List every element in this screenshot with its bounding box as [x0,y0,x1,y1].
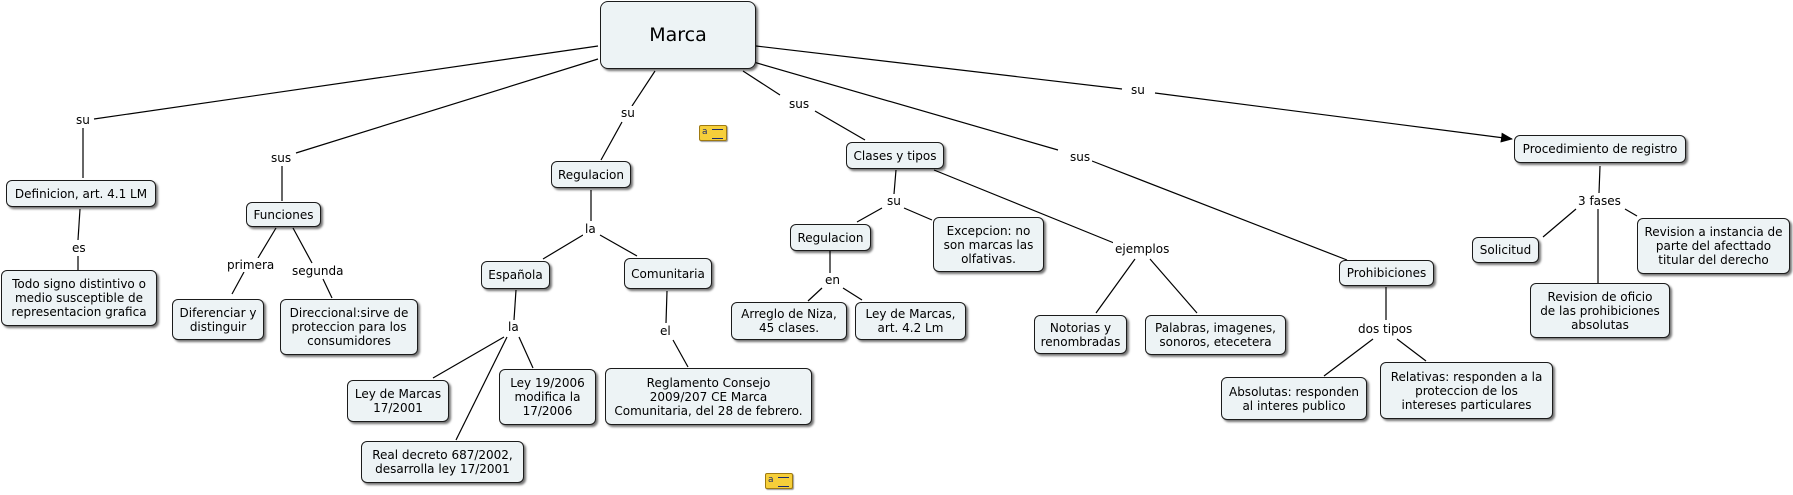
link-label: ejemplos [1113,242,1172,256]
edge [842,287,863,301]
edge [1323,338,1374,377]
link-label: la [583,222,598,236]
edge [542,234,584,260]
edge [600,121,623,161]
edge [1149,258,1198,314]
edge [455,336,508,441]
note-glyph: a [768,475,774,485]
node-ley-marcas-2001[interactable]: Ley de Marcas 17/2001 [347,380,449,422]
edge [755,45,1123,90]
node-diferenciar[interactable]: Diferenciar y distinguir [172,299,264,340]
node-revision-oficio[interactable]: Revision de oficio de las prohibiciones … [1530,283,1670,338]
link-label: en [823,273,842,287]
node-ley-19-2006[interactable]: Ley 19/2006 modifica la 17/2006 [499,369,596,425]
node-marca[interactable]: Marca [600,1,756,69]
note-lines-icon [778,477,789,487]
node-procedimiento[interactable]: Procedimiento de registro [1514,135,1686,163]
edge [665,290,668,324]
node-espanola[interactable]: Española [481,261,550,289]
edge [1095,258,1136,314]
link-label: su [619,106,637,120]
link-label: sus [269,151,294,165]
node-real-decreto[interactable]: Real decreto 687/2002, desarrolla ley 17… [361,441,524,483]
node-clases-tipos[interactable]: Clases y tipos [846,142,944,169]
edge [292,227,313,264]
node-niza[interactable]: Arreglo de Niza, 45 clases. [731,302,847,340]
edge [1154,92,1513,143]
edge [933,169,1115,244]
node-solicitud[interactable]: Solicitud [1472,237,1539,263]
edge [257,227,277,259]
edge [1396,338,1427,362]
edge [231,271,245,295]
edge [518,336,534,369]
node-funciones[interactable]: Funciones [246,202,321,227]
edge [807,287,823,302]
edge [903,207,933,221]
node-relativas[interactable]: Relativas: responden a la proteccion de … [1380,362,1553,419]
edge [77,208,81,241]
link-label: segunda [290,264,346,278]
edge [742,70,781,96]
node-palabras[interactable]: Palabras, imagenes, sonoros, etecetera [1145,315,1286,355]
link-label: la [506,320,521,334]
link-label: su [1129,83,1147,97]
node-regulacion-clases[interactable]: Regulacion [790,224,871,251]
link-label: su [74,113,92,127]
edge [599,234,638,257]
edge [295,58,599,154]
node-direccional[interactable]: Direccional:sirve de proteccion para los… [280,299,418,355]
link-label: primera [225,258,277,272]
edge [1624,208,1638,217]
node-absolutas[interactable]: Absolutas: responden al interes publico [1221,377,1367,420]
link-label: es [70,241,88,255]
node-signo[interactable]: Todo signo distintivo o medio susceptibl… [1,270,157,326]
edge [742,58,1059,151]
note-lines-icon [712,129,723,139]
node-reglamento[interactable]: Reglamento Consejo 2009/207 CE Marca Com… [605,368,812,425]
link-label: 3 fases [1576,194,1623,208]
node-ley-marcas-42[interactable]: Ley de Marcas, art. 4.2 Lm [855,302,966,340]
link-label: sus [787,97,812,111]
link-label: sus [1068,150,1093,164]
edge [322,278,333,299]
note-attachment-icon[interactable]: a [699,125,727,141]
note-attachment-icon[interactable]: a [765,473,793,489]
link-label: el [658,324,673,338]
edge [1542,208,1577,238]
edge [432,336,505,379]
edge [672,339,689,368]
edge [631,70,656,107]
edge [1598,165,1601,194]
link-label: dos tipos [1356,322,1415,336]
edge [1091,160,1348,261]
link-label: su [885,194,903,208]
edge [814,110,866,141]
node-notorias[interactable]: Notorias y renombradas [1034,315,1127,354]
node-prohibiciones[interactable]: Prohibiciones [1339,260,1434,286]
edge [856,207,883,223]
node-revision-instancia[interactable]: Revision a instancia de parte del afectt… [1637,218,1790,274]
note-glyph: a [702,127,708,137]
node-regulacion[interactable]: Regulacion [551,161,631,188]
node-comunitaria[interactable]: Comunitaria [624,258,712,289]
node-excepcion[interactable]: Excepcion: no son marcas las olfativas. [933,217,1044,272]
edge [893,169,897,195]
edge [513,289,517,321]
edge [93,45,599,120]
node-definicion[interactable]: Definicion, art. 4.1 LM [6,180,156,207]
